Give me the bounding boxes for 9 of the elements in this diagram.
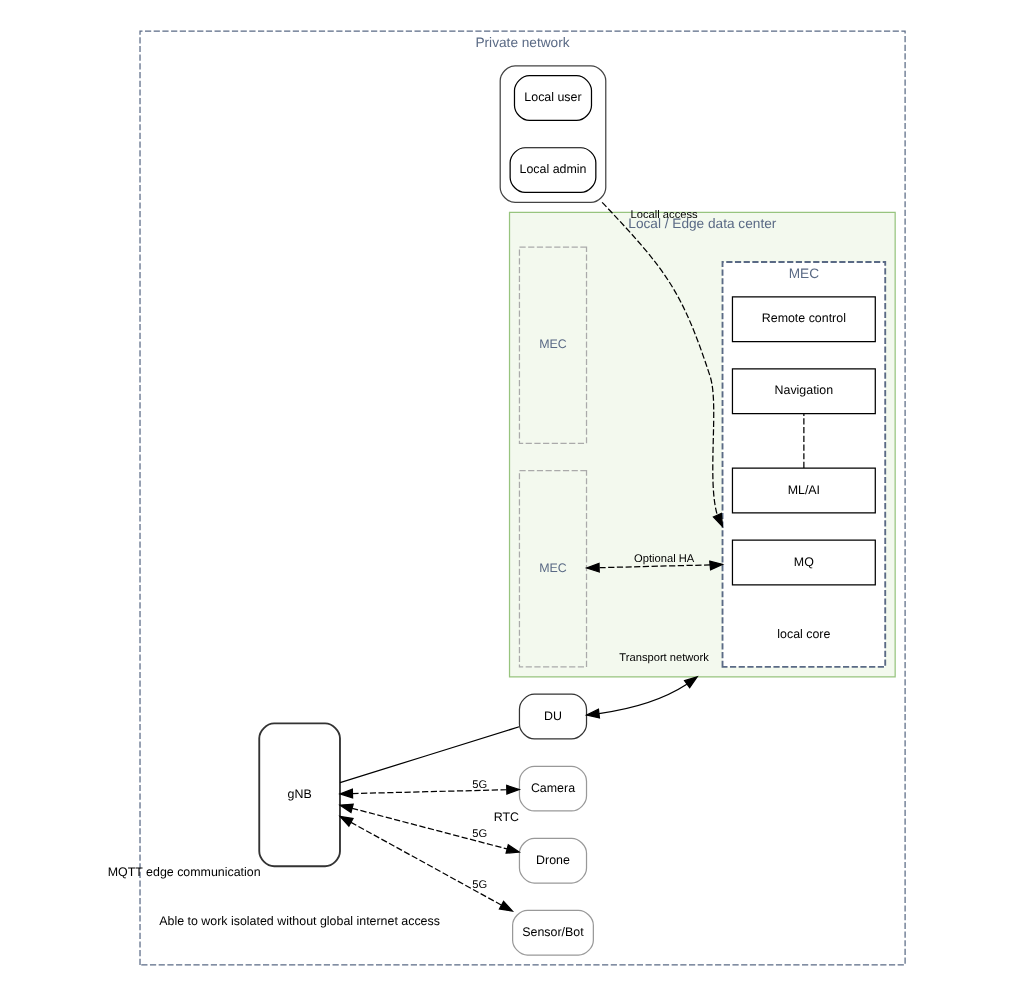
arrow [601,201,724,529]
arrow [338,784,522,799]
connector [339,726,520,784]
arrow [584,675,699,719]
cluster [499,65,607,203]
arrow [338,815,515,912]
connector [803,413,805,469]
arrow [338,803,521,854]
arrow [584,560,725,573]
